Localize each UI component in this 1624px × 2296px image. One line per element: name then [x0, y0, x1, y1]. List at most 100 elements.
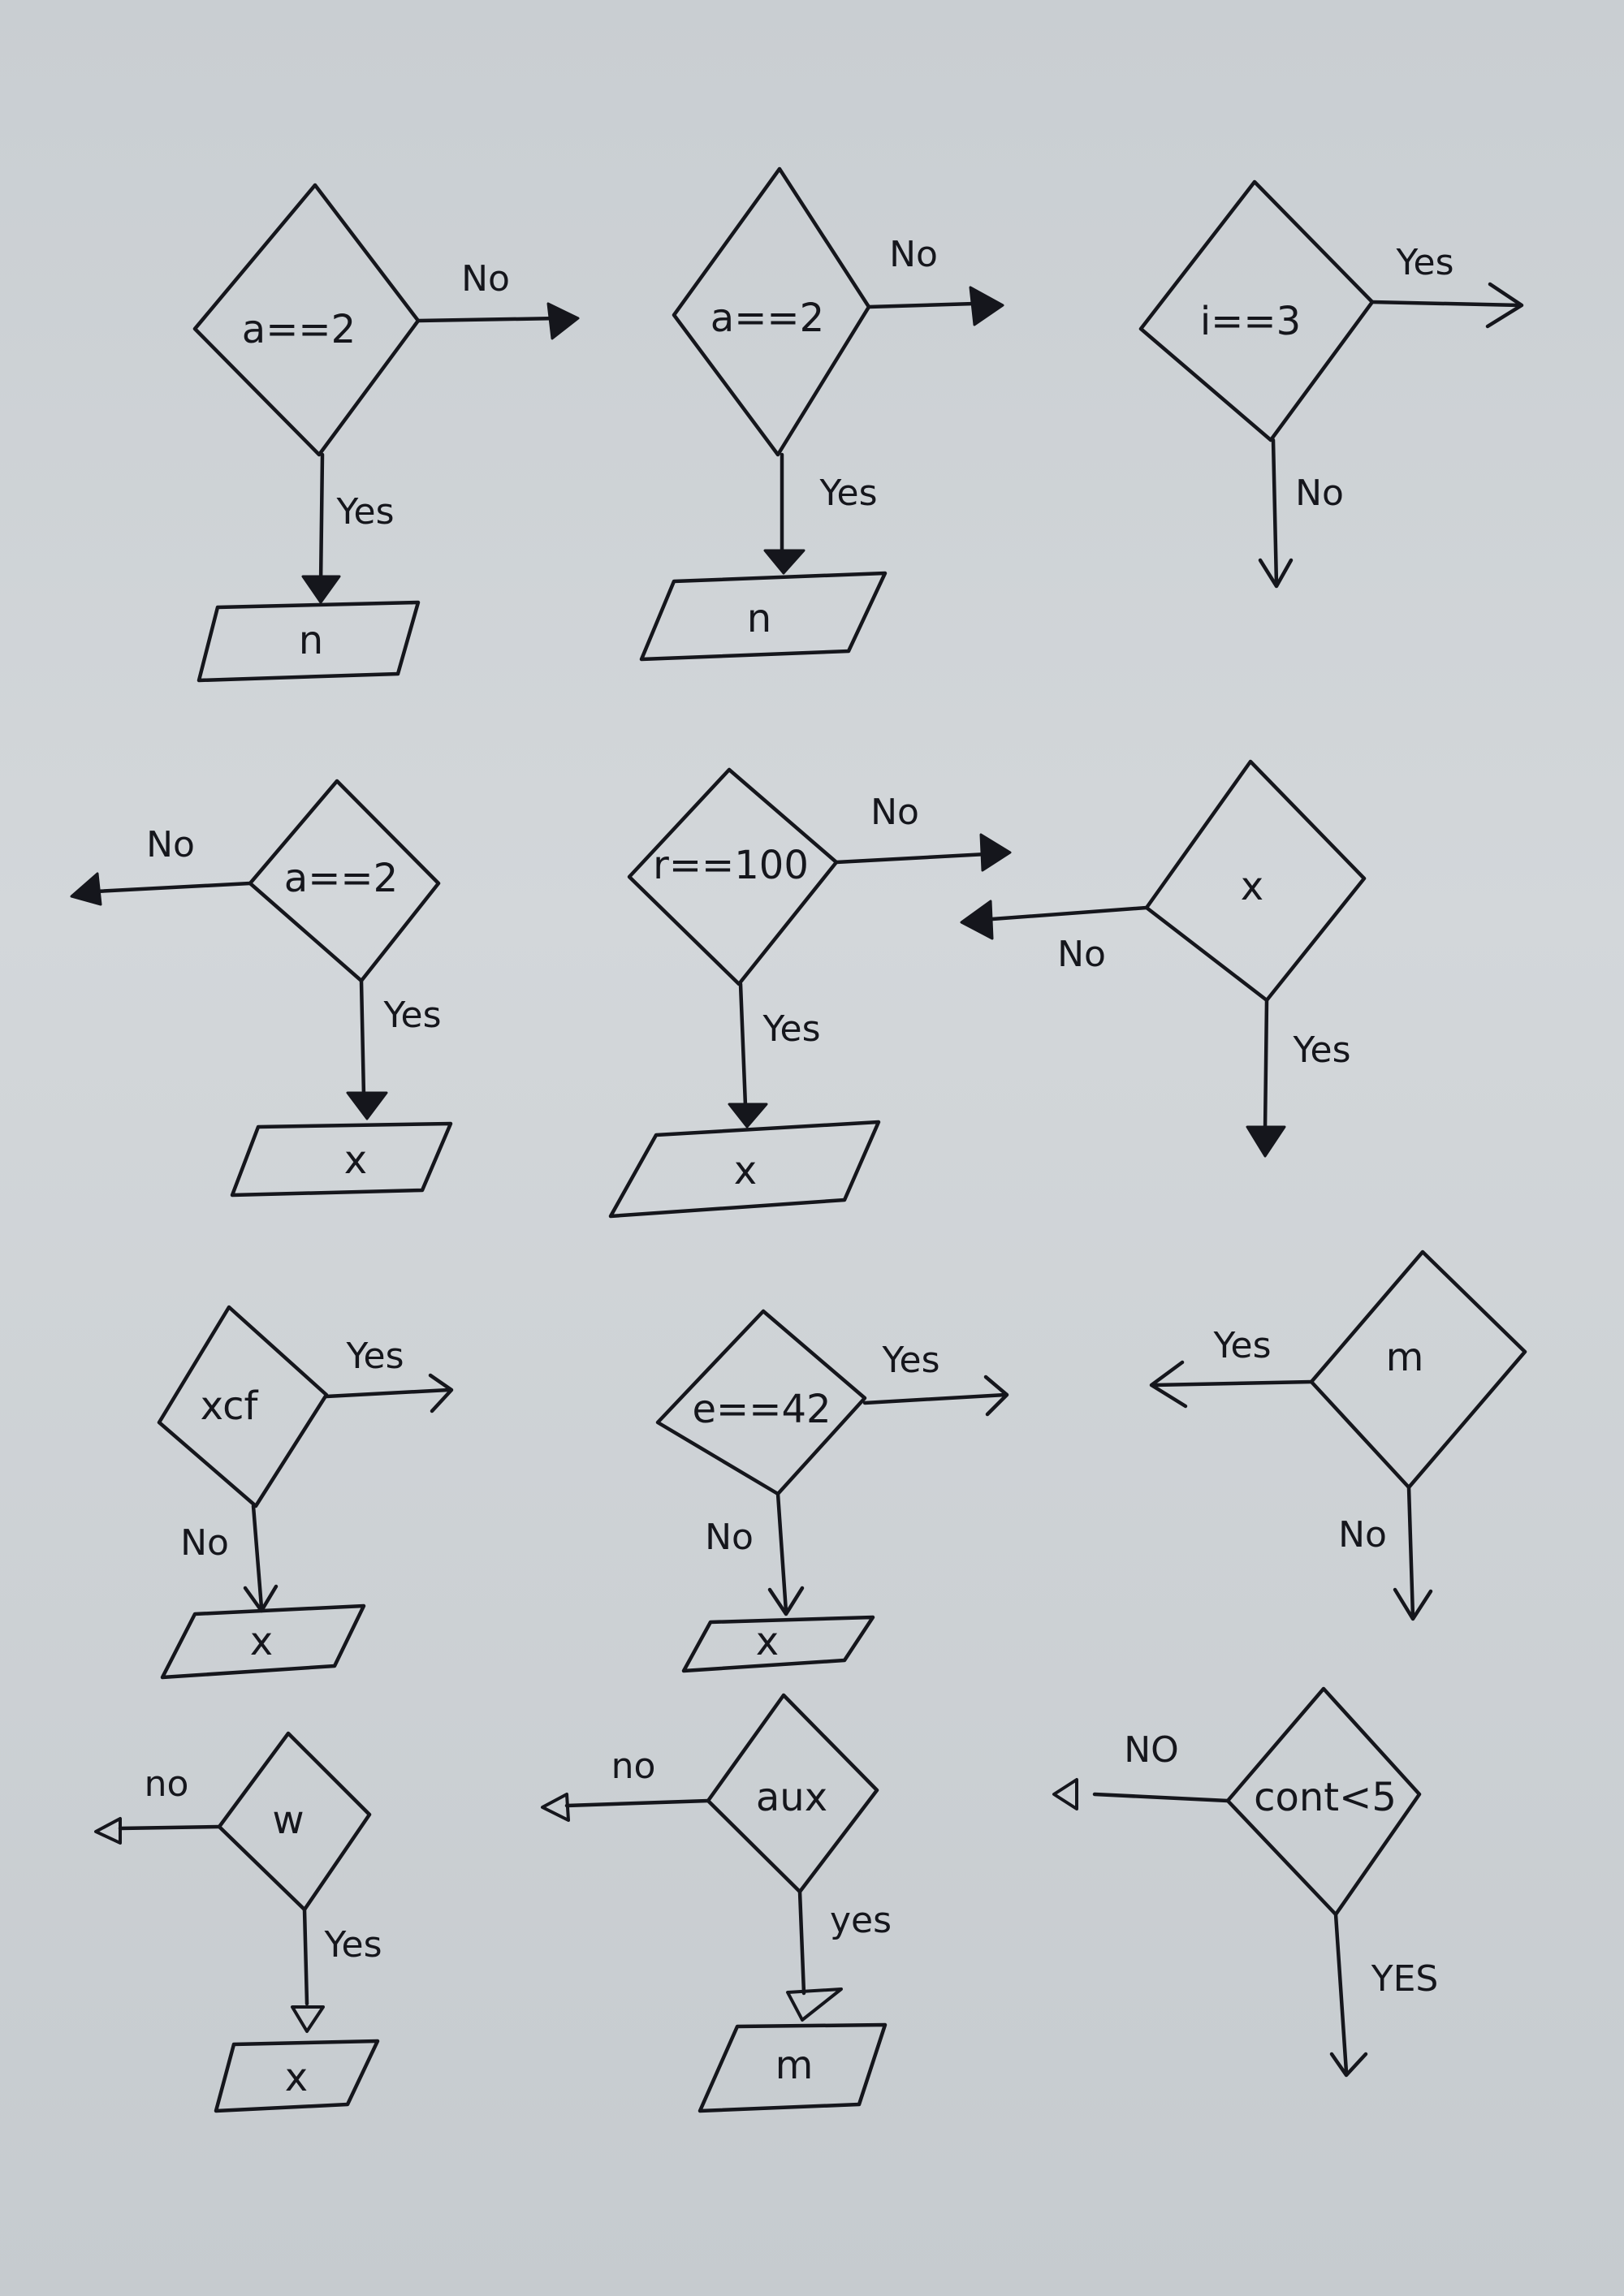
arrowhead-filled-icon [546, 302, 580, 340]
edge-label: Yes [881, 1340, 939, 1381]
edge-label: YES [1371, 1958, 1439, 2000]
edge-label: yes [830, 1900, 892, 1941]
connector-line [118, 1824, 222, 1831]
flowchart-11: aux no yes m [541, 1693, 892, 2113]
flowchart-4: a==2 No Yes x [70, 779, 453, 1198]
connector-line [738, 982, 748, 1108]
flowchart-1: a==2 No Yes n [192, 183, 580, 683]
arrowhead-filled-icon [979, 833, 1012, 872]
edge-label: Yes [345, 1336, 404, 1377]
arrowhead-open-icon [1485, 282, 1524, 329]
connector-line [990, 905, 1149, 921]
output-label: m [775, 2043, 814, 2088]
decision-condition: i==3 [1200, 299, 1301, 344]
edge-label: Yes [762, 1008, 820, 1050]
arrowhead-filled-icon [960, 900, 994, 940]
edge-label: NO [1124, 1729, 1179, 1771]
output-parallelogram [698, 2022, 888, 2113]
edge-label: No [889, 234, 938, 275]
output-label: x [250, 1619, 273, 1664]
output-parallelogram [639, 571, 888, 662]
edge-label: no [145, 1763, 189, 1805]
connector-line [359, 978, 366, 1098]
edge-label: No [1295, 473, 1344, 514]
decision-condition: e==42 [692, 1387, 831, 1432]
connector-line [564, 1798, 710, 1808]
edge-label: No [180, 1522, 229, 1564]
edge-label: No [146, 824, 195, 865]
arrowhead-filled-icon [763, 549, 806, 575]
decision-diamond [192, 183, 421, 457]
arrowhead-open-icon [428, 1373, 454, 1413]
output-parallelogram [160, 1603, 366, 1680]
output-parallelogram [197, 600, 421, 683]
edge-label: No [1338, 1514, 1387, 1556]
edge-label: Yes [323, 1924, 382, 1966]
connector-line [416, 316, 563, 323]
flowchart-10: w no Yes x [94, 1731, 382, 2113]
arrowhead-filled-icon [346, 1091, 388, 1120]
connector-line [1333, 1912, 1349, 2074]
arrowhead-filled-icon [1246, 1125, 1286, 1158]
edge-label: Yes [1292, 1029, 1350, 1071]
decision-condition: cont<5 [1254, 1775, 1397, 1820]
arrowhead-filled-icon [969, 286, 1004, 326]
edge-label: No [705, 1517, 754, 1558]
connector-line [1263, 998, 1269, 1133]
decision-diamond [1138, 179, 1375, 442]
flowchart-5: r==100 No Yes x [608, 767, 1012, 1219]
decision-condition: a==2 [242, 307, 356, 352]
connector-line [1271, 438, 1279, 587]
connector-line [302, 1907, 309, 2006]
arrowhead-open-icon [94, 1817, 122, 1845]
output-parallelogram [230, 1121, 453, 1198]
edge-label: No [1057, 934, 1106, 975]
connector-line [866, 301, 977, 309]
decision-condition: r==100 [653, 843, 809, 888]
flowchart-7: xcf Yes No x [157, 1305, 454, 1680]
edge-label: No [461, 258, 510, 300]
arrowhead-open-icon [767, 1586, 805, 1616]
decision-condition: x [1241, 864, 1263, 909]
edge-label: No [870, 792, 919, 833]
arrowhead-open-icon [786, 1987, 843, 2022]
arrowhead-open-icon [541, 1793, 570, 1822]
flowchart-8: e==42 Yes No x [655, 1309, 1009, 1673]
output-label: x [734, 1148, 757, 1193]
edge-label: Yes [1212, 1325, 1271, 1366]
decision-condition: w [272, 1798, 304, 1843]
decision-condition: aux [756, 1775, 827, 1820]
connector-line [318, 452, 325, 587]
decision-diamond [157, 1305, 329, 1508]
decision-condition: xcf [201, 1383, 259, 1429]
output-label: x [344, 1137, 367, 1183]
arrowhead-open-icon [1052, 1778, 1078, 1810]
edge-label: Yes [382, 995, 441, 1036]
arrowhead-open-icon [1258, 558, 1294, 589]
connector-line [251, 1504, 264, 1610]
output-label: x [756, 1619, 779, 1664]
arrowhead-open-icon [983, 1375, 1009, 1417]
output-parallelogram [608, 1120, 881, 1219]
connector-line [862, 1392, 1008, 1405]
output-parallelogram [681, 1615, 875, 1673]
flowchart-3: i==3 Yes No [1138, 179, 1524, 589]
connector-line [797, 1889, 806, 1996]
output-label: x [285, 2055, 308, 2100]
connector-line [324, 1388, 451, 1399]
connector-line [834, 852, 989, 865]
edge-label: Yes [818, 473, 877, 514]
arrowhead-filled-icon [728, 1103, 768, 1129]
decision-diamond [672, 166, 871, 457]
flowchart-6: x No Yes [960, 759, 1367, 1158]
flowchart-12: cont<5 NO YES [1052, 1686, 1439, 2078]
decision-condition: a==2 [284, 856, 398, 901]
flowchart-9: m Yes No [1149, 1249, 1527, 1621]
decision-condition: a==2 [710, 296, 824, 341]
connector-line [1152, 1379, 1314, 1388]
connector-line [1406, 1485, 1415, 1620]
output-label: n [299, 618, 323, 663]
connector-line [1092, 1792, 1230, 1803]
arrowhead-open-icon [1149, 1360, 1188, 1409]
